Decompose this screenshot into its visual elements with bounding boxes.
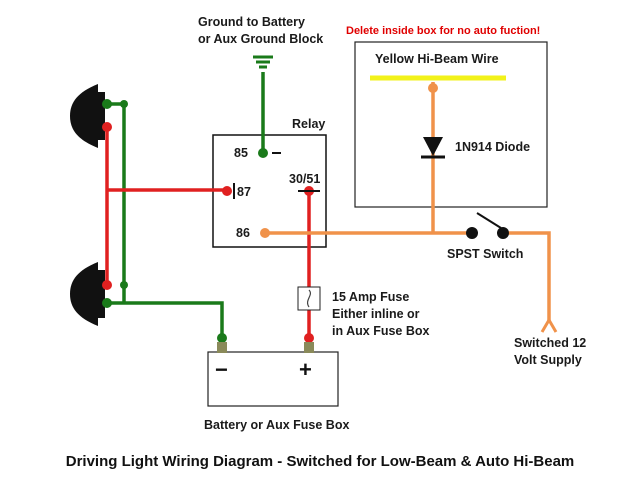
battery-label: Battery or Aux Fuse Box: [204, 418, 349, 432]
battery-positive-terminal: [304, 342, 314, 353]
delete-note: Delete inside box for no auto fuction!: [346, 25, 540, 37]
pin-85-label: 85: [234, 146, 248, 160]
headlight-lower-icon: [70, 262, 105, 326]
fuse-label-line2: Either inline or: [332, 307, 420, 321]
fuse-label-line3: in Aux Fuse Box: [332, 324, 430, 338]
ground-symbol-icon: [253, 55, 273, 69]
fuse-icon: [297, 286, 321, 311]
spst-switch-icon: [466, 212, 509, 239]
battery-minus-sign: −: [215, 357, 228, 382]
yellow-wire-label: Yellow Hi-Beam Wire: [375, 52, 499, 66]
diode-label: 1N914 Diode: [455, 140, 530, 154]
fuse-label-line1: 15 Amp Fuse: [332, 290, 409, 304]
connector-dots: [102, 83, 438, 343]
ground-label-line2: or Aux Ground Block: [198, 32, 323, 46]
auto-hibeam-box: [354, 41, 548, 208]
spst-switch-label: SPST Switch: [447, 247, 523, 261]
headlight-upper-icon: [70, 84, 105, 148]
relay-label: Relay: [292, 117, 325, 131]
ground-label-line1: Ground to Battery: [198, 15, 305, 29]
power-wires: [105, 127, 311, 338]
battery-box: [207, 351, 339, 407]
battery-plus-sign: +: [299, 357, 312, 382]
diagram-title: Driving Light Wiring Diagram - Switched …: [66, 453, 575, 470]
switched-supply-line2: Volt Supply: [514, 353, 582, 367]
pin-87-label: 87: [237, 185, 251, 199]
relay-pin-marks: [233, 152, 320, 199]
switched-supply-line1: Switched 12: [514, 336, 586, 350]
pin-86-label: 86: [236, 226, 250, 240]
ground-wires: [107, 72, 265, 338]
diode-icon: [421, 137, 445, 159]
pin-30-51-label: 30/51: [289, 172, 320, 186]
battery-negative-terminal: [217, 342, 227, 353]
